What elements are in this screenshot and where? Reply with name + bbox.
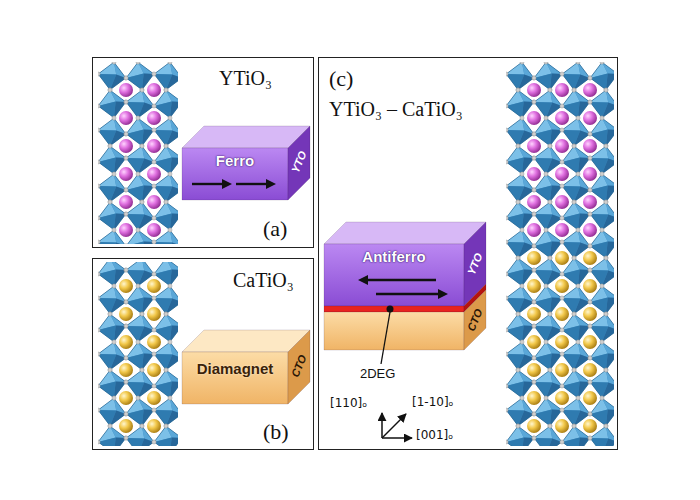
panel-box: (c) YTiO₃ – CaTiO₃ AntiferroYTOCTO xyxy=(318,57,618,450)
material-slab: DiamagnetCTO xyxy=(182,330,310,404)
slab-face xyxy=(182,148,288,200)
slab-label: Diamagnet xyxy=(197,360,274,377)
spin-arrow xyxy=(236,183,266,185)
axis-arrows xyxy=(382,413,412,438)
panel-box: YTiO₃ (a) FerroYTO xyxy=(92,57,314,248)
axis-label: [110]ₒ xyxy=(330,397,367,411)
spin-arrowhead xyxy=(266,179,276,189)
panel-box: CaTiO₃ (b) DiamagnetCTO xyxy=(92,258,314,450)
slab-face xyxy=(324,222,486,244)
spin-arrow xyxy=(368,279,436,281)
slab-face xyxy=(324,244,464,306)
panel-letter: (b) xyxy=(263,419,289,444)
slab-face xyxy=(464,290,486,350)
slab-outline xyxy=(324,290,486,350)
spin-arrow xyxy=(192,183,222,185)
slab-face xyxy=(182,330,310,352)
panel-title: YTiO₃ – CaTiO₃ xyxy=(329,98,463,121)
slab-face xyxy=(182,352,288,404)
material-slab: FerroYTO xyxy=(182,126,310,200)
axis-label: [1-10]ₒ xyxy=(412,396,454,410)
slab-face xyxy=(182,126,310,148)
panel-title: CaTiO₃ xyxy=(233,269,294,292)
material-slab: AntiferroYTO xyxy=(324,222,486,306)
yto-structure xyxy=(98,62,178,244)
axis-label: [001]ₒ xyxy=(416,429,453,443)
panel-title: YTiO₃ xyxy=(219,67,272,90)
spin-arrow xyxy=(376,293,438,295)
leader-line xyxy=(381,312,390,364)
slab-label: Ferro xyxy=(216,152,254,169)
slab-label: Antiferro xyxy=(362,248,425,265)
material-slab: CTO xyxy=(324,290,486,350)
heterostructure xyxy=(506,62,614,446)
panel-letter: (c) xyxy=(329,66,353,91)
leader-dot xyxy=(387,306,394,313)
cto-structure xyxy=(98,262,178,446)
slab-face xyxy=(288,126,310,200)
spin-arrowhead xyxy=(358,275,368,285)
spin-arrowhead xyxy=(438,289,448,299)
slab-face xyxy=(324,306,464,312)
slab-face xyxy=(324,312,464,350)
panel-letter: (a) xyxy=(263,216,287,241)
spin-arrowhead xyxy=(222,179,232,189)
slab-face xyxy=(288,330,310,404)
interface-label: 2DEG xyxy=(360,367,395,382)
